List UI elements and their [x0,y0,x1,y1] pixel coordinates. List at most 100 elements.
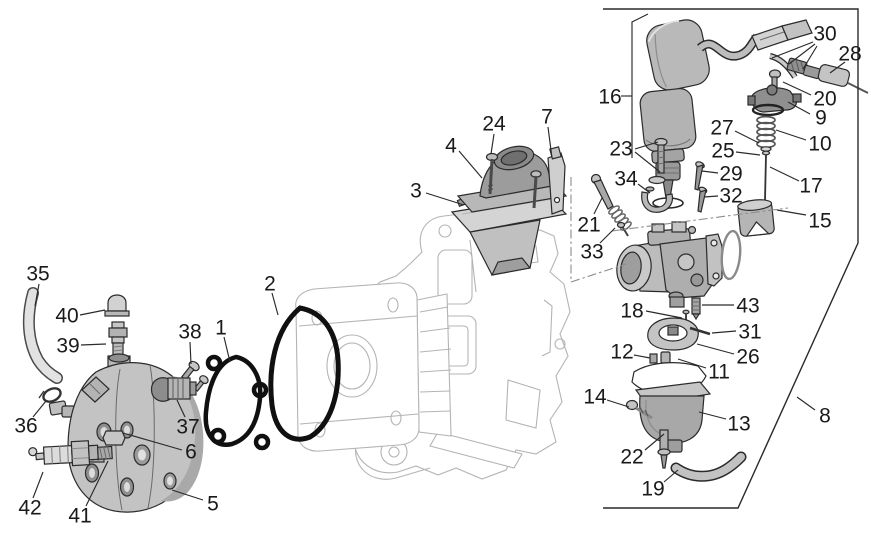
callout-32: 32 [719,185,742,208]
float [647,317,699,351]
callout-19: 19 [641,478,664,501]
hose-clamp [38,387,62,403]
leader-line-28 [829,61,846,74]
leader-line-13 [698,411,727,420]
leader-line-6 [122,432,183,451]
cable-elbow [769,53,798,79]
callout-8: 8 [819,405,831,428]
callout-12: 12 [610,341,633,364]
thermostat [150,377,197,402]
head-screw-small [193,375,209,392]
throttle-cable-sheath [817,64,869,94]
starter-jet [694,161,705,191]
leader-line-27 [734,130,760,144]
bracket-16 [631,13,649,158]
callout-31: 31 [738,321,761,344]
leader-line-17 [769,166,800,182]
cylinder-oring-gasket [268,305,341,442]
leader-line-37 [176,399,186,418]
leader-line-20 [782,81,812,96]
callout-11: 11 [708,361,730,384]
leader-line-30 [802,45,818,70]
callout-10: 10 [808,133,831,156]
leader-line-14 [606,399,630,408]
leader-line-39 [80,343,107,346]
leader-line-32 [703,195,719,198]
cylinder-sketch [295,282,452,452]
drain-screw [657,429,671,469]
reed-valve-group [450,145,568,276]
choke-body [639,88,697,209]
callout-38: 38 [178,321,201,344]
head-boss [84,421,177,497]
leader-line-33 [599,227,616,244]
spring-seat [760,146,772,156]
callout-9: 9 [815,107,827,130]
cap-oring [751,103,785,117]
leader-line-2 [271,292,279,316]
callout-18: 18 [620,300,643,323]
leader-line-21 [593,197,603,215]
callout-34: 34 [614,168,638,191]
callout-37: 37 [176,416,199,439]
leader-line-19 [663,469,679,483]
leader-line-7 [547,126,553,159]
drain-hose [670,451,747,482]
callout-24: 24 [482,113,506,136]
cap-screw [654,137,668,174]
callout-27: 27 [710,117,733,140]
slide-spring [756,115,776,149]
spark-plug [28,440,113,467]
callout-2: 2 [264,273,276,296]
callout-22: 22 [620,446,643,469]
manifold-screw [485,152,499,195]
leader-line-30 [788,43,816,65]
callout-29: 29 [719,163,742,186]
throttle-slide [737,199,775,237]
callout-26: 26 [736,346,759,369]
head-gasket [203,354,271,451]
leader-line-40 [79,309,106,316]
leader-line-8 [796,396,816,411]
callout-15: 15 [808,210,831,233]
callout-36: 36 [14,415,37,438]
callout-33: 33 [580,241,603,264]
leader-line-22 [644,433,665,451]
choke-connector [751,19,813,51]
callout-40: 40 [55,305,78,328]
leader-line-11 [677,358,707,369]
leader-line-1 [223,336,231,363]
callout-16: 16 [598,86,621,109]
bowl-screw [625,399,653,420]
centerline [611,207,789,232]
leader-line-5 [171,489,204,501]
diaphragm-assembly [641,175,674,213]
leader-line-10 [775,129,807,141]
carb-flange [705,233,723,287]
callout-43: 43 [736,295,759,318]
head-screw [181,360,200,381]
manifold-screw [530,170,542,209]
callout-overlay: 1234567891011121314151617181920212223242… [14,8,862,528]
jet-needle [764,154,767,201]
leader-line-31 [711,330,737,334]
callout-17: 17 [799,175,822,198]
carburetor-body [616,221,742,308]
leader-line-30 [771,41,814,59]
callout-20: 20 [813,88,836,111]
leader-line-29 [701,170,719,174]
leader-line-38 [189,341,192,365]
float-bowl [634,381,712,453]
callout-41: 41 [68,505,91,528]
main-jet [691,297,701,321]
centerline [570,177,627,283]
leader-line-34 [637,183,651,194]
vent-fitting [108,321,128,358]
leader-line-25 [735,151,761,156]
leader-line-41 [85,460,109,507]
leader-line-36 [32,400,47,418]
breather-cap [104,294,130,317]
callout-1: 1 [215,317,227,340]
callout-4: 4 [445,135,457,158]
